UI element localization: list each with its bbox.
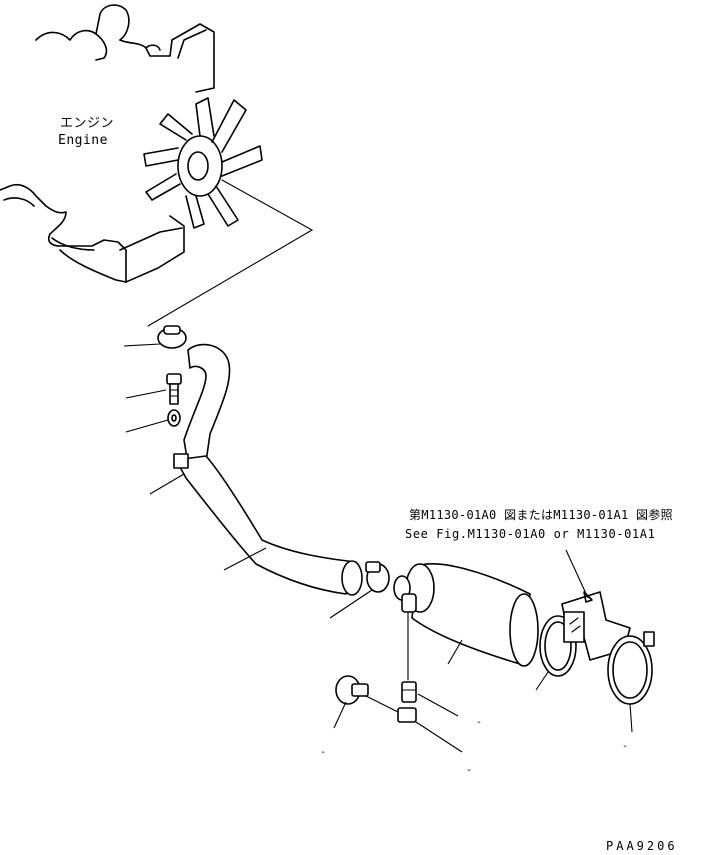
callout-mark: - — [476, 717, 483, 728]
large-clamp — [607, 631, 655, 705]
reference-arrow — [583, 591, 593, 603]
intake-hose — [173, 343, 363, 596]
leader-clamp-mid — [329, 589, 373, 619]
callout-mark: - — [622, 741, 629, 752]
leader-reference — [565, 549, 589, 599]
fitting-tee — [365, 695, 417, 723]
leader-clamp-top — [123, 343, 161, 347]
leader-tee — [415, 721, 463, 753]
reference-note-english: See Fig.M1130-01A0 or M1130-01A1 — [405, 527, 656, 541]
reference-note-japanese: 第M1130-01A0 図またはM1130-01A1 図参照 — [409, 508, 673, 522]
leader-large-clamp — [629, 703, 633, 733]
leader-air-cleaner — [447, 639, 463, 665]
cooling-fan — [143, 97, 263, 229]
leader-clamp-ring — [535, 671, 549, 691]
engine-label-japanese: エンジン — [60, 116, 115, 131]
leader-fitting — [417, 693, 459, 717]
bolt — [166, 373, 182, 405]
engine-label-english: Engine — [58, 133, 108, 148]
connection-leader — [147, 179, 314, 327]
hose-clamp-mid — [365, 561, 390, 593]
callout-mark: - — [466, 765, 473, 776]
fitting-elbow — [401, 681, 417, 703]
washer — [167, 409, 181, 427]
leader-hose-lower — [223, 547, 267, 571]
leader-washer — [125, 419, 169, 433]
callout-mark: - — [320, 747, 327, 758]
leader-hose-upper — [149, 473, 185, 495]
air-cleaner — [393, 563, 539, 681]
leader-bolt — [125, 389, 167, 399]
drawing-code: PAA9206 — [606, 839, 678, 853]
dust-indicator — [335, 675, 369, 705]
hose-clamp-top — [157, 325, 187, 349]
engine-outline — [0, 4, 215, 283]
leader-indicator — [333, 701, 347, 729]
